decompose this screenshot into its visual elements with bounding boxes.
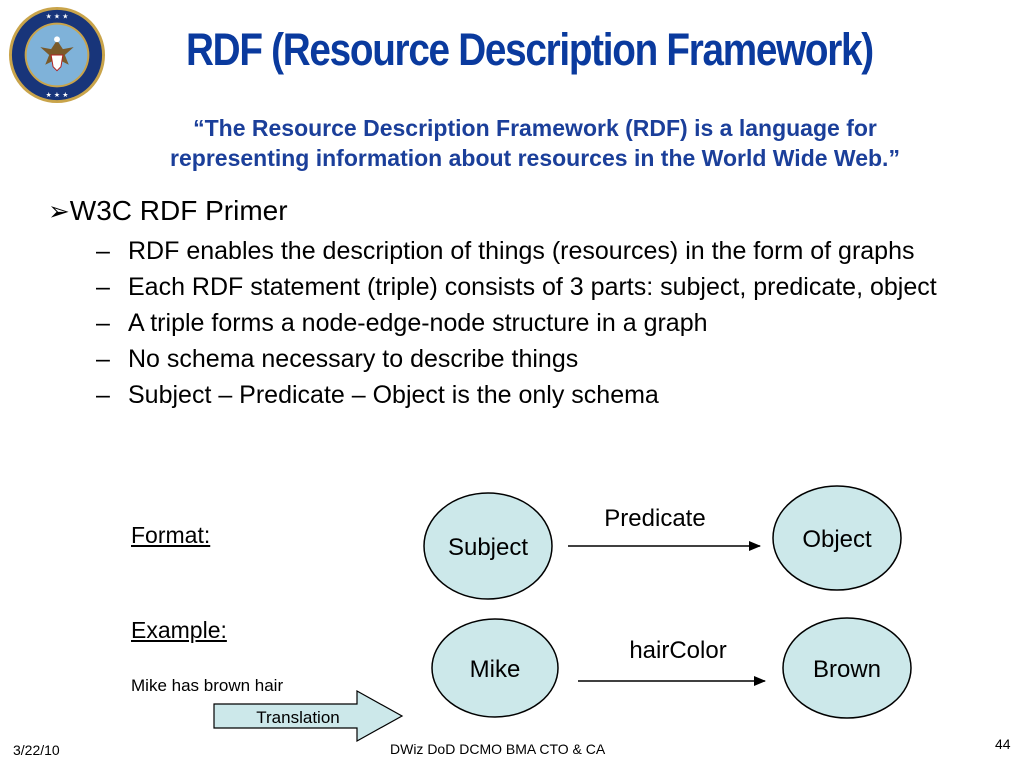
object-node-label: Object [802, 526, 872, 553]
dash-bullet: – [96, 273, 110, 301]
svg-text:★ ★ ★: ★ ★ ★ [46, 13, 69, 21]
arrowhead-bullet-icon: ➢ [48, 196, 70, 226]
footer-center-text: DWiz DoD DCMO BMA CTO & CA [390, 741, 606, 757]
footer-date: 3/22/10 [13, 742, 60, 758]
list-item-text: Subject – Predicate – Object is the only… [128, 381, 659, 409]
example-label: Example: [131, 617, 227, 643]
brown-node [782, 617, 912, 719]
quote-line-1: “The Resource Description Framework (RDF… [193, 115, 877, 141]
page-number: 44 [995, 736, 1011, 752]
mike-node-label: Mike [470, 656, 521, 683]
brown-node-label: Brown [813, 656, 881, 683]
primer-points-list: –RDF enables the description of things (… [96, 236, 996, 416]
primer-heading: ➢W3C RDF Primer [48, 195, 288, 227]
haircolor-edge-label: hairColor [629, 637, 726, 664]
dod-seal-icon: ★ ★ ★ ★ ★ ★ [8, 6, 106, 104]
subject-node-label: Subject [448, 534, 528, 561]
list-item: –Each RDF statement (triple) consists of… [96, 272, 996, 302]
rdf-definition-quote: “The Resource Description Framework (RDF… [60, 113, 1010, 173]
list-item-text: Each RDF statement (triple) consists of … [128, 273, 937, 301]
subject-node [423, 492, 553, 600]
dash-bullet: – [96, 309, 110, 337]
list-item: –A triple forms a node-edge-node structu… [96, 308, 996, 338]
list-item: –No schema necessary to describe things [96, 344, 996, 374]
list-item-text: A triple forms a node-edge-node structur… [128, 309, 708, 337]
predicate-edge-label: Predicate [604, 505, 705, 532]
svg-text:★ ★ ★: ★ ★ ★ [46, 91, 69, 99]
example-sentence: Mike has brown hair [131, 676, 284, 695]
list-item-text: No schema necessary to describe things [128, 345, 579, 373]
translation-arrow [213, 689, 404, 743]
mike-node [431, 618, 559, 718]
format-label: Format: [131, 522, 211, 548]
list-item: –Subject – Predicate – Object is the onl… [96, 380, 996, 410]
dash-bullet: – [96, 345, 110, 373]
dash-bullet: – [96, 237, 110, 265]
dash-bullet: – [96, 381, 110, 409]
translation-label: Translation [256, 708, 339, 727]
slide-title: RDF (Resource Description Framework) [186, 24, 874, 75]
object-node [772, 485, 902, 591]
quote-line-2: representing information about resources… [170, 145, 900, 171]
primer-heading-text: W3C RDF Primer [69, 195, 288, 226]
list-item: –RDF enables the description of things (… [96, 236, 996, 266]
list-item-text: RDF enables the description of things (r… [128, 237, 915, 265]
